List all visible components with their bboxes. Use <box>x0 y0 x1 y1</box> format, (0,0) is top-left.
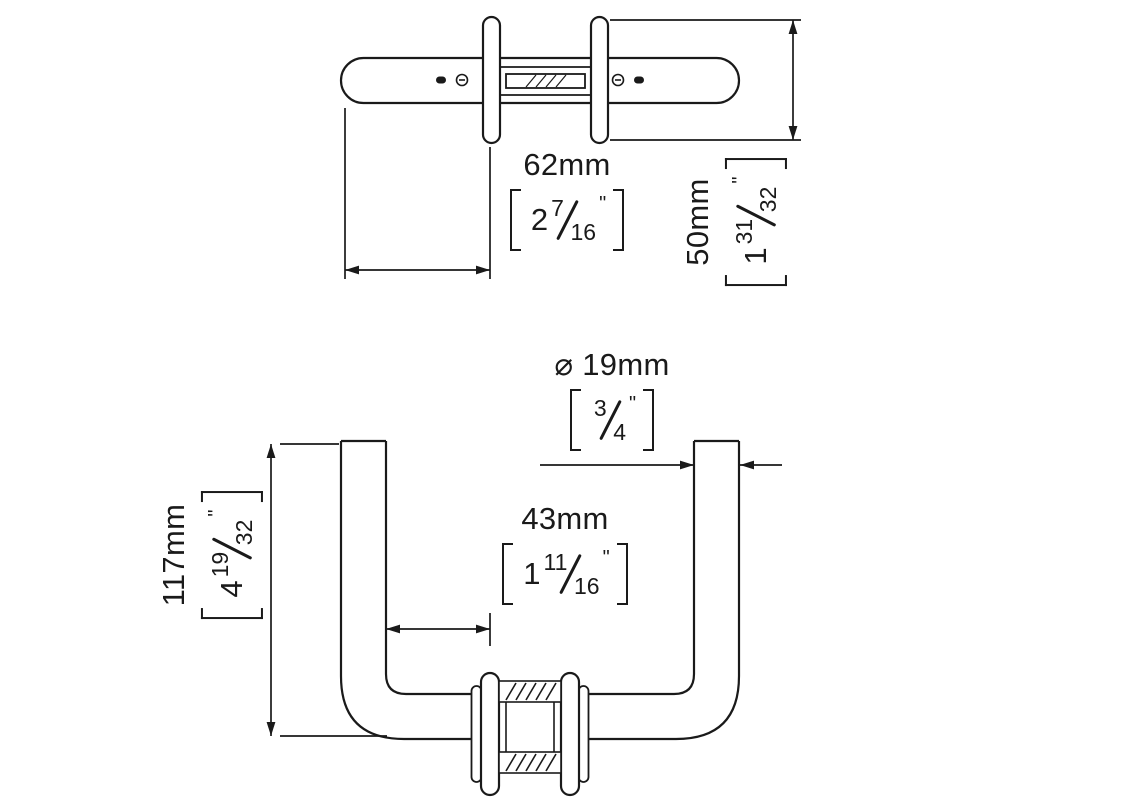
fraction-denominator: 32 <box>230 519 257 546</box>
fraction-denominator: 32 <box>754 186 781 213</box>
arrow-right <box>476 265 490 275</box>
screw-slot-right <box>634 76 644 84</box>
dimension-label-19mm: ⌀ 19mm 3 4 " <box>532 347 692 452</box>
top-view-dimension-lines <box>344 19 801 279</box>
rose-plate-left <box>479 671 501 797</box>
imperial-value: 2 7 16 " <box>509 189 625 252</box>
screw-slot-left <box>436 76 446 84</box>
inch-mark: " <box>728 176 751 184</box>
screws-top <box>436 73 644 87</box>
imperial-value: 1 11 16 " <box>502 543 628 606</box>
dimension-label-50mm-wrap: 50mm 1 31 32 " <box>654 142 814 302</box>
arrow-right <box>680 460 694 470</box>
bracket-left <box>569 389 581 452</box>
fraction-numerator: 3 <box>593 394 607 421</box>
rose-left-top <box>481 15 502 145</box>
fraction-whole: 1 <box>738 247 774 265</box>
bracket-right <box>201 491 264 503</box>
bracket-left <box>725 274 788 286</box>
spindle-thread-hatch <box>525 74 567 88</box>
bracket-left <box>502 543 514 606</box>
inch-mark: " <box>204 509 227 517</box>
fraction-numerator: 19 <box>206 551 233 578</box>
metric-value: 117mm <box>155 503 191 607</box>
arrow-left <box>740 460 754 470</box>
bracket-right <box>725 158 788 170</box>
bracket-right <box>643 389 655 452</box>
dimension-label-117mm-wrap: 117mm 4 19 32 " <box>120 465 300 645</box>
fraction-numerator: 7 <box>551 194 564 221</box>
fraction-numerator: 31 <box>730 218 757 245</box>
bracket-right <box>616 543 628 606</box>
metric-value: 50mm <box>679 178 715 266</box>
imperial-value: 4 19 32 " <box>201 491 264 619</box>
metric-value: 62mm <box>523 147 611 182</box>
dimension-label-62mm: 62mm 2 7 16 " <box>492 147 642 252</box>
bracket-left <box>509 189 521 252</box>
dim-lines-19mm <box>540 460 782 470</box>
arrow-up <box>788 20 798 34</box>
dimension-label-117mm: 117mm 4 19 32 " <box>155 467 264 643</box>
dim-lines-43mm <box>386 613 491 646</box>
top-view <box>339 15 741 145</box>
arrow-right <box>476 624 490 634</box>
dimension-label-50mm: 50mm 1 31 32 " <box>679 147 788 297</box>
fraction-denominator: 16 <box>570 218 597 245</box>
front-view <box>339 439 741 797</box>
fraction-whole: 4 <box>214 580 250 598</box>
spindle-mechanism <box>499 66 592 96</box>
fraction-numerator: 11 <box>543 548 568 575</box>
rose-assembly-front <box>470 671 590 797</box>
imperial-value: 3 4 " <box>569 389 655 452</box>
dimension-label-43mm: 43mm 1 11 16 " <box>490 501 640 606</box>
arrow-down <box>788 126 798 140</box>
arrow-left <box>345 265 359 275</box>
inch-mark: " <box>602 546 610 569</box>
metric-value-with-diameter-icon: ⌀ 19mm <box>554 347 670 382</box>
imperial-value: 1 31 32 " <box>725 158 788 286</box>
bolt-top <box>498 680 562 703</box>
dim-lines-50mm <box>610 19 801 141</box>
spindle-front <box>505 702 555 752</box>
bracket-left <box>201 607 264 619</box>
bolt-bottom <box>498 751 562 774</box>
fraction-whole: 2 <box>530 202 549 238</box>
dim-lines-62mm <box>344 108 491 279</box>
metric-value: 43mm <box>521 501 609 536</box>
rose-plate-right <box>559 671 581 797</box>
arrow-up <box>266 444 276 458</box>
dim-lines-117mm <box>266 443 387 737</box>
rose-right-top <box>589 15 610 145</box>
arrow-down <box>266 722 276 736</box>
front-view-dimension-lines <box>266 443 782 737</box>
fraction-whole: 1 <box>523 556 541 592</box>
bracket-right <box>613 189 625 252</box>
arrow-left <box>386 624 400 634</box>
inch-mark: " <box>629 392 637 415</box>
fraction-denominator: 16 <box>574 572 600 599</box>
inch-mark: " <box>599 192 607 215</box>
fraction-denominator: 4 <box>613 418 627 445</box>
